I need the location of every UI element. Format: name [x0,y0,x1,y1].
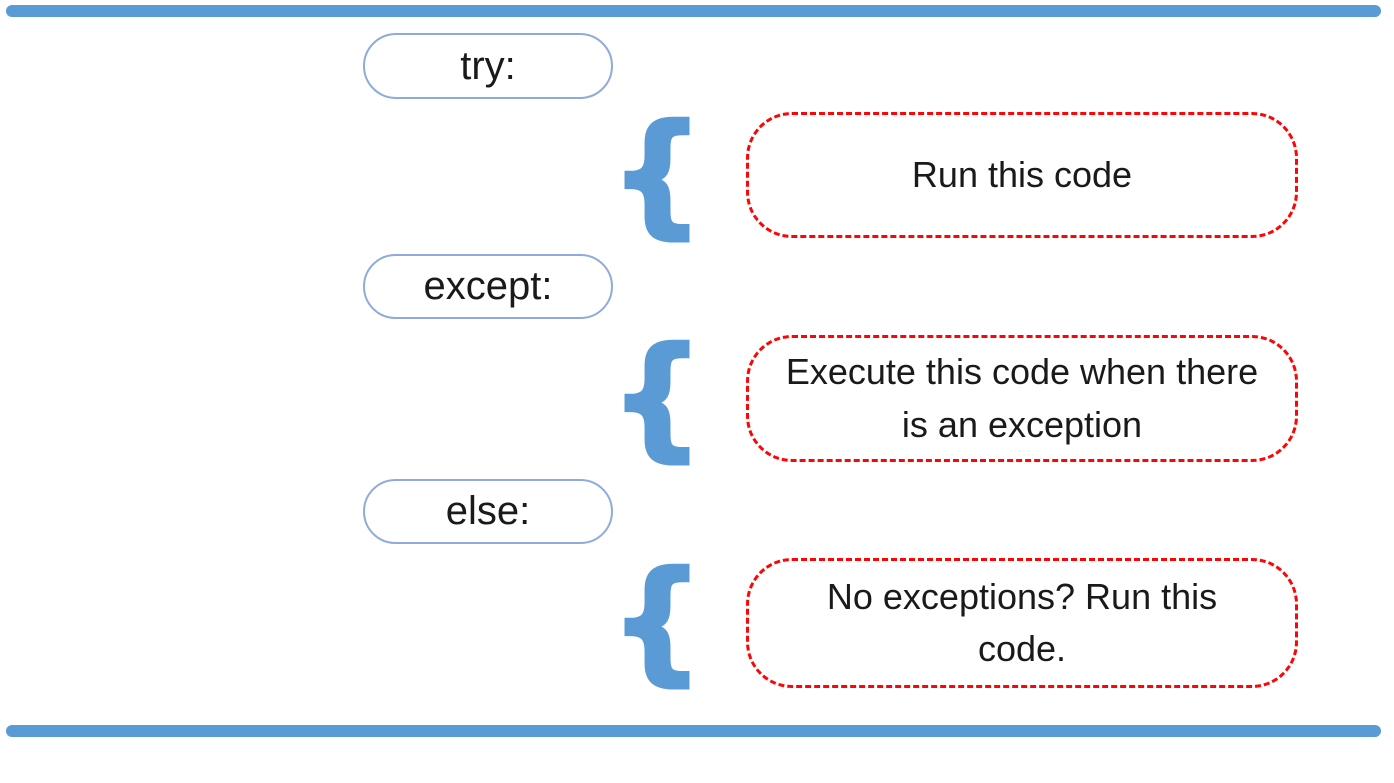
keyword-label: except: [423,264,553,308]
description-label: Execute this code when there is an excep… [785,351,1259,445]
curly-brace-icon: { [608,97,706,251]
top-divider-line [6,5,1381,17]
bottom-divider-line [6,725,1381,737]
description-label: Run this code [911,153,1133,195]
description-label: No exceptions? Run this code. [826,575,1218,669]
keyword-pill-else: else: [363,479,613,544]
description-box-except: Execute this code when there is an excep… [746,335,1298,462]
keyword-label: else: [445,489,531,533]
description-box-try: Run this code [746,112,1298,238]
curly-brace-icon: { [608,544,706,698]
keyword-pill-try: try: [363,33,613,99]
description-box-else: No exceptions? Run this code. [746,558,1298,688]
curly-brace-icon: { [608,320,706,474]
keyword-pill-except: except: [363,254,613,319]
keyword-label: try: [460,43,516,88]
